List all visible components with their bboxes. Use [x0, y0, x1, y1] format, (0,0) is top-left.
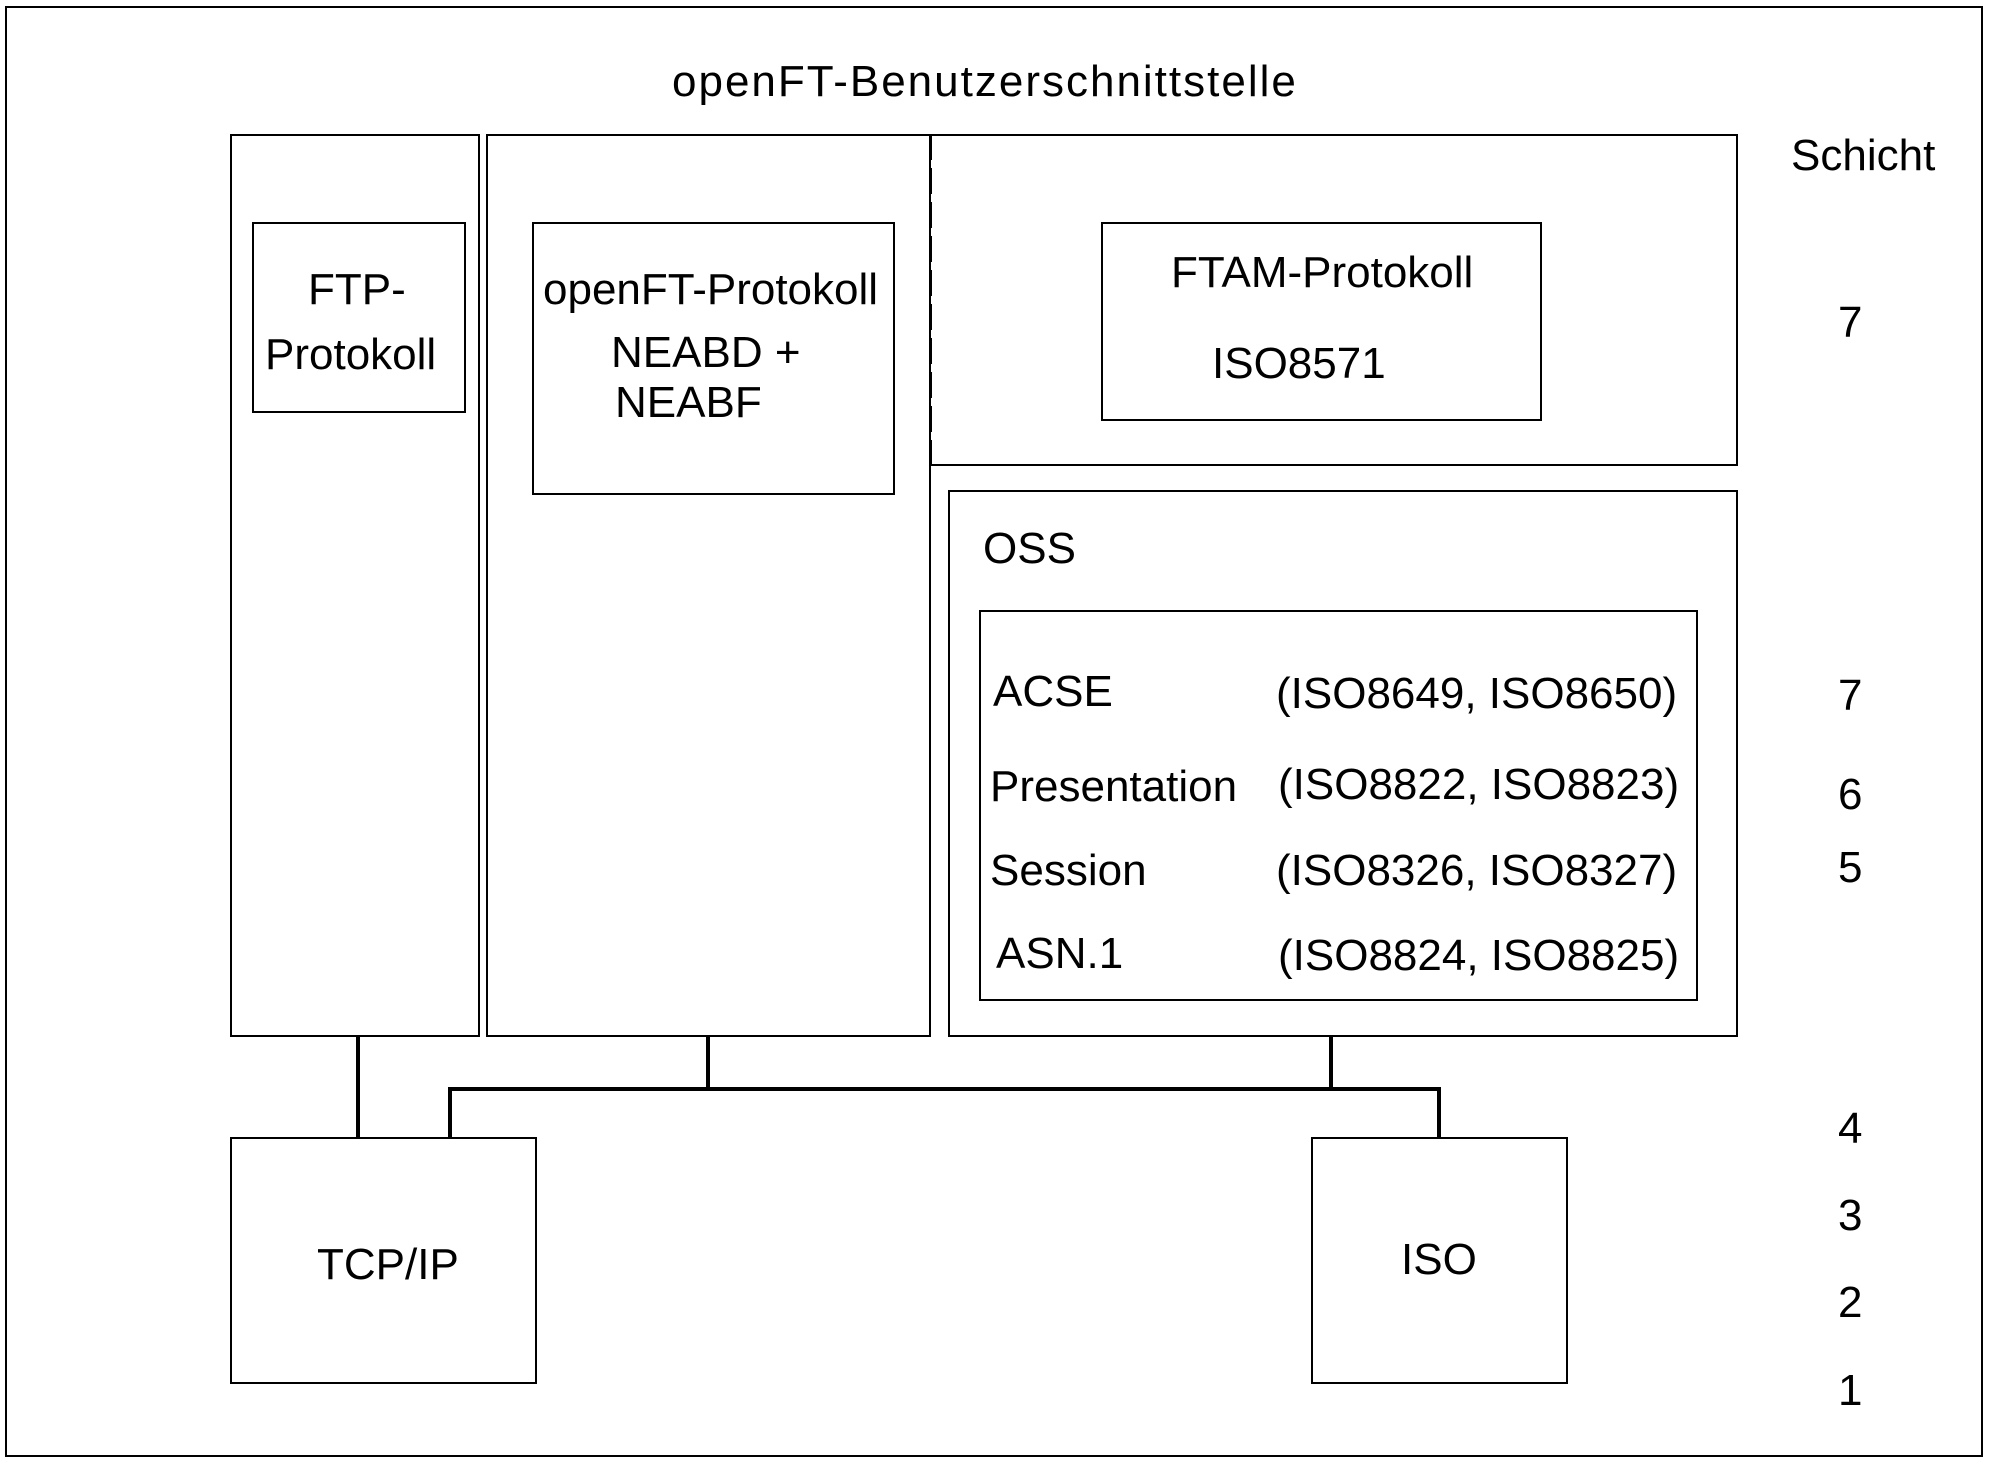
diagram-frame: [5, 6, 1983, 1457]
layer-number-2: 2: [1838, 1278, 1863, 1327]
layer-number-4: 4: [1838, 1104, 1863, 1153]
layer-header: Schicht: [1791, 131, 1936, 180]
ftp-protocol-label-1: FTP-: [308, 265, 406, 314]
acse-label: ACSE: [993, 667, 1113, 716]
layer-number-7-acse: 7: [1838, 671, 1863, 720]
neabf-label: NEABF: [615, 378, 762, 427]
iso-box: [1311, 1137, 1568, 1384]
layer-number-7-ftam: 7: [1838, 298, 1863, 347]
layer-number-3: 3: [1838, 1191, 1863, 1240]
diagram-title: openFT-Benutzerschnittstelle: [672, 57, 1298, 106]
ftam-protocol-box: [1101, 222, 1542, 421]
layer-number-1: 1: [1838, 1366, 1863, 1415]
neabd-label: NEABD +: [611, 328, 801, 377]
oss-protocol-box: [979, 610, 1698, 1001]
openft-column: [486, 134, 931, 1037]
openft-protocol-box: [532, 222, 895, 495]
transport-bus-line: [448, 1087, 1441, 1137]
iso8571-label: ISO8571: [1212, 339, 1386, 388]
iso-label: ISO: [1401, 1235, 1477, 1284]
presentation-standards: (ISO8822, ISO8823): [1278, 760, 1680, 809]
session-standards: (ISO8326, ISO8327): [1276, 846, 1678, 895]
asn1-standards: (ISO8824, ISO8825): [1278, 931, 1680, 980]
oss-label: OSS: [983, 524, 1076, 573]
layer-number-5: 5: [1838, 843, 1863, 892]
tcpip-box: [230, 1137, 537, 1384]
acse-standards: (ISO8649, ISO8650): [1276, 669, 1678, 718]
session-label: Session: [990, 846, 1147, 895]
ftam-area: [931, 134, 1738, 466]
presentation-label: Presentation: [990, 762, 1238, 811]
layer-number-6: 6: [1838, 770, 1863, 819]
tcpip-label: TCP/IP: [317, 1240, 459, 1289]
asn1-label: ASN.1: [996, 929, 1124, 978]
oss-area: [948, 490, 1738, 1037]
ftam-protocol-label: FTAM-Protokoll: [1171, 248, 1474, 297]
ftp-protocol-box: [252, 222, 466, 413]
ftp-column: [230, 134, 480, 1037]
openft-protocol-label: openFT-Protokoll: [543, 265, 879, 314]
ftp-protocol-label-2: Protokoll: [265, 330, 437, 379]
